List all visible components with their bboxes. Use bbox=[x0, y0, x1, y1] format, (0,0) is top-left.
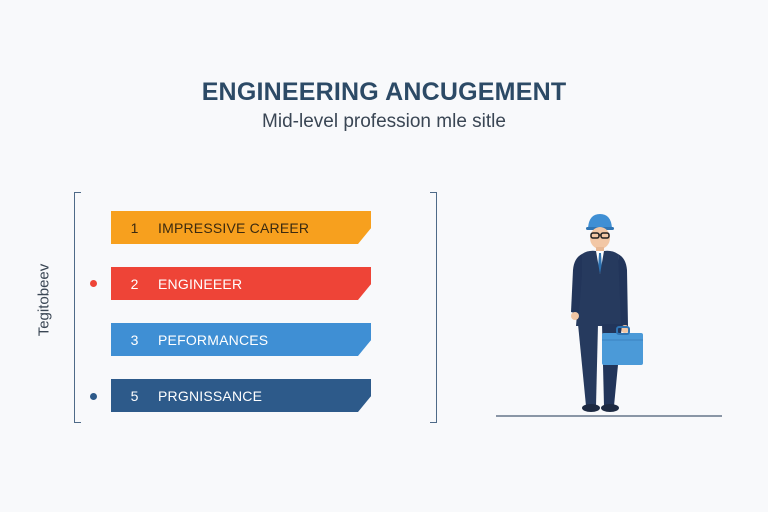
ground-line bbox=[496, 415, 722, 417]
step-label: IMPRESSIVE CAREER bbox=[158, 219, 310, 236]
diagram-title: ENGINEERING ANCUGEMENT bbox=[201, 78, 567, 106]
step-bar-3: 3 PEFORMANCES bbox=[111, 323, 371, 356]
vertical-side-label: Tegitobeev bbox=[35, 263, 53, 337]
step-bar-1: 1 IMPRESSIVE CAREER bbox=[111, 211, 371, 244]
right-bracket bbox=[430, 192, 437, 423]
briefcase-icon bbox=[602, 333, 643, 365]
step-number: 1 bbox=[130, 219, 139, 236]
step-number: 2 bbox=[130, 275, 139, 292]
step-number: 5 bbox=[130, 387, 139, 404]
step-number: 3 bbox=[130, 331, 139, 348]
step-label: PEFORMANCES bbox=[158, 331, 269, 348]
step-bar-4: 5 PRGNISSANCE bbox=[111, 379, 371, 412]
step-label: PRGNISSANCE bbox=[158, 387, 263, 404]
step-bar-2: 2 ENGINEEER bbox=[111, 267, 371, 300]
helmet-icon bbox=[588, 214, 612, 228]
step-label: ENGINEEER bbox=[158, 275, 243, 292]
engineer-with-briefcase-icon bbox=[571, 214, 643, 412]
marker-dot-red bbox=[90, 280, 97, 287]
marker-dot-navy bbox=[90, 393, 97, 400]
diagram-subtitle: Mid-level profession mle sitle bbox=[262, 111, 506, 132]
left-bracket bbox=[74, 192, 81, 423]
